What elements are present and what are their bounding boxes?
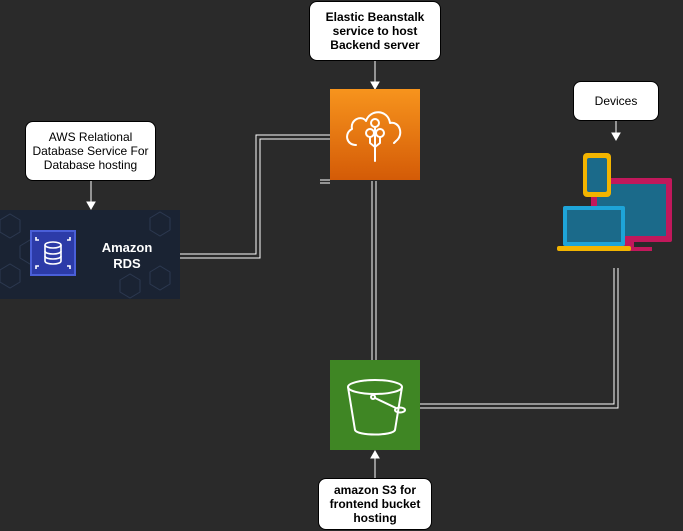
s3-bucket-icon [347, 379, 406, 436]
callout-arrows [86, 61, 621, 478]
rds-callout-text: AWS Relational Database Service For Data… [32, 130, 149, 172]
connector-s3-devices [420, 268, 619, 409]
s3-callout: amazon S3 for frontend bucket hosting [318, 478, 432, 530]
s3-callout-text: amazon S3 for frontend bucket hosting [329, 483, 421, 525]
devices-callout-text: Devices [594, 94, 638, 108]
rds-tile-line1: Amazon [101, 240, 153, 255]
connector-rds-beanstalk [180, 134, 330, 259]
rds-callout: AWS Relational Database Service For Data… [25, 121, 156, 181]
rds-tile: Amazon RDS [0, 210, 180, 299]
beanstalk-tile [330, 89, 420, 180]
rds-tile-label: Amazon RDS [92, 240, 162, 272]
rds-icon-frame [30, 230, 76, 276]
connector-beanstalk-s3 [371, 181, 377, 360]
rds-database-icon [35, 237, 71, 269]
connector-stub [320, 179, 330, 184]
s3-tile [330, 360, 420, 450]
devices-callout: Devices [573, 81, 659, 121]
rds-tile-line2: RDS [113, 256, 141, 271]
beanstalk-callout: Elastic Beanstalk service to host Backen… [309, 1, 441, 61]
beanstalk-callout-text: Elastic Beanstalk service to host Backen… [325, 10, 425, 52]
elastic-beanstalk-icon [346, 111, 402, 162]
